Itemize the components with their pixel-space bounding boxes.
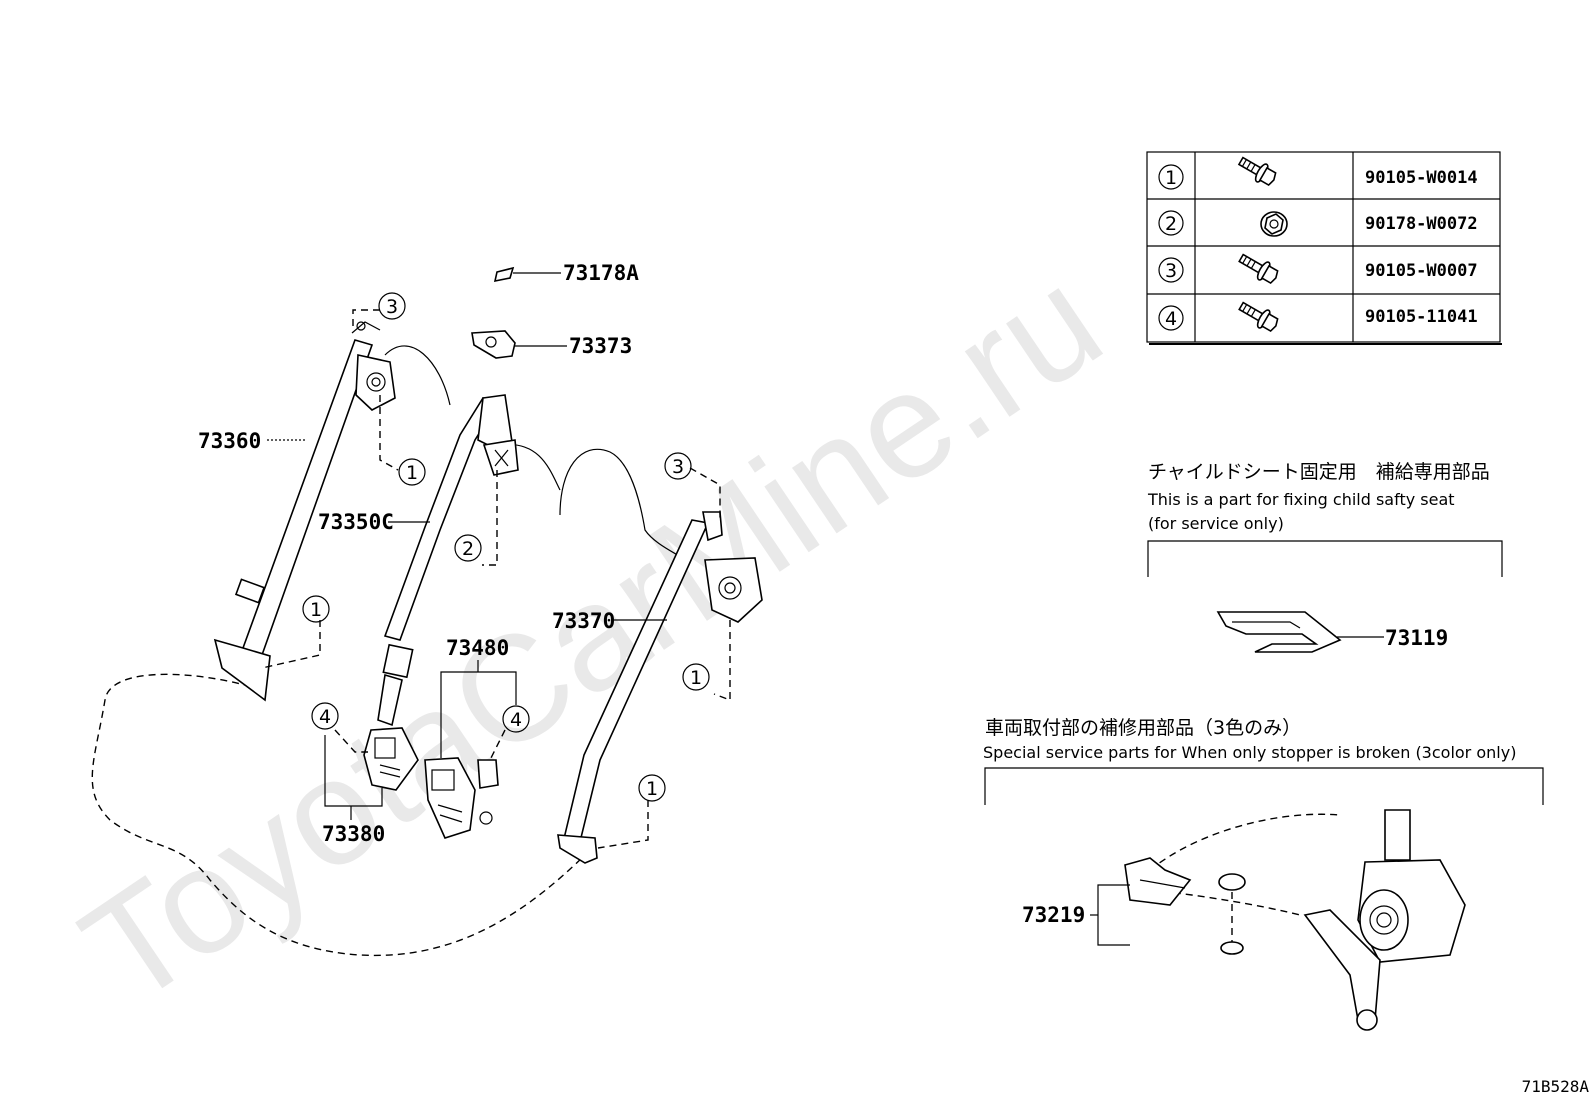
part-73119-child-seat-plate: 73119	[1216, 611, 1448, 653]
child-seat-note-en-2: (for service only)	[1148, 514, 1284, 533]
callout-73219: 73219	[1022, 903, 1085, 927]
callout-73380: 73380	[322, 822, 385, 846]
svg-text:90105-W0014: 90105-W0014	[1365, 168, 1478, 188]
table-row: 4 90105-11041	[1158, 301, 1478, 333]
part-73178A: 73178A	[493, 261, 639, 285]
part-73373: 73373	[471, 330, 632, 359]
part-73360-left-seat-belt: 73360	[198, 321, 396, 702]
svg-text:4: 4	[319, 706, 331, 728]
child-seat-note-jp: チャイルドシート固定用 補給専用部品	[1148, 461, 1490, 483]
callout-73480: 73480	[446, 636, 509, 660]
svg-text:1: 1	[310, 599, 322, 621]
circle-ref-4-left: 4	[311, 702, 339, 730]
circle-ref-4-right: 4	[502, 705, 530, 733]
svg-text:3: 3	[1165, 260, 1177, 282]
svg-text:4: 4	[1165, 308, 1177, 330]
stopper-note-en: Special service parts for When only stop…	[983, 743, 1516, 762]
svg-text:2: 2	[1165, 213, 1177, 235]
child-seat-note-en-1: This is a part for fixing child safty se…	[1147, 490, 1455, 509]
part-73370-right-seat-belt: 73370	[552, 511, 763, 864]
svg-text:2: 2	[462, 538, 474, 560]
fastener-table: 1 90105-W0014 2 90178-W0072 3	[1146, 151, 1502, 345]
circle-ref-3-upper-left: 3	[378, 292, 406, 320]
seat-cushion-outline	[91, 673, 591, 957]
flange-nut-icon	[1260, 211, 1288, 237]
circle-ref-3-right: 3	[664, 452, 692, 480]
table-row: 2 90178-W0072	[1158, 210, 1478, 237]
stopper-note: 車両取付部の補修用部品（3色のみ） Special service parts …	[983, 717, 1544, 805]
svg-text:1: 1	[646, 778, 658, 800]
svg-text:3: 3	[386, 296, 398, 318]
part-73380-buckle: 73380	[322, 727, 419, 846]
svg-text:1: 1	[1165, 167, 1177, 189]
svg-text:90105-11041: 90105-11041	[1365, 307, 1478, 327]
stopper-detail-drawing: 73219	[1022, 809, 1466, 1031]
callout-73350C: 73350C	[318, 510, 394, 534]
circle-ref-1-left-upper: 1	[398, 458, 426, 486]
flange-bolt-icon	[1238, 253, 1279, 285]
svg-text:1: 1	[406, 462, 418, 484]
table-row: 3 90105-W0007	[1158, 253, 1478, 285]
callout-73370: 73370	[552, 609, 615, 633]
callout-73373: 73373	[569, 334, 632, 358]
callout-73360: 73360	[198, 429, 261, 453]
child-seat-note: チャイルドシート固定用 補給専用部品 This is a part for fi…	[1147, 461, 1503, 577]
circle-ref-2-center: 2	[454, 534, 482, 562]
part-73350C-center-seat-belt: 73350C	[318, 394, 519, 727]
circle-ref-1-right-lower: 1	[638, 774, 666, 802]
svg-text:3: 3	[672, 456, 684, 478]
svg-text:90178-W0072: 90178-W0072	[1365, 214, 1478, 234]
circle-ref-1-left-lower: 1	[302, 595, 330, 623]
diagram-ref-code: 71B528A	[1522, 1077, 1590, 1096]
svg-text:1: 1	[690, 667, 702, 689]
callout-73119: 73119	[1385, 626, 1448, 650]
svg-text:4: 4	[510, 709, 522, 731]
callout-73178A: 73178A	[563, 261, 639, 285]
stopper-note-jp: 車両取付部の補修用部品（3色のみ）	[985, 717, 1301, 739]
flange-bolt-icon	[1237, 156, 1277, 187]
flange-bolt-icon	[1238, 301, 1279, 333]
circle-ref-1-right-middle: 1	[682, 663, 710, 691]
part-73480-buckle: 73480	[424, 636, 517, 839]
svg-text:90105-W0007: 90105-W0007	[1365, 261, 1478, 281]
table-row: 1 90105-W0014	[1158, 156, 1478, 190]
